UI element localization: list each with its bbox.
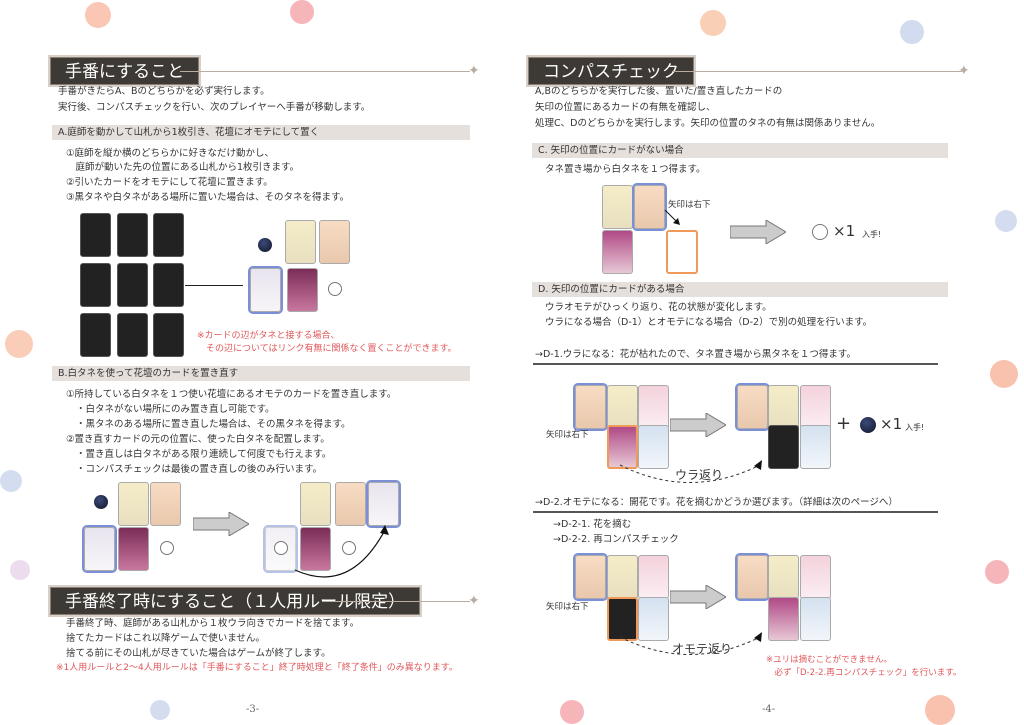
intro-line: 矢印の位置にあるカードの有無を確認し、 — [535, 102, 716, 113]
divider — [672, 71, 962, 72]
note: ※1人用ルールと2〜4人用ルールは「手番にすること」終了時処理と「終了条件」のみ… — [56, 663, 458, 673]
flip-label: ウラ返り — [675, 468, 724, 482]
list-item: 手番終了時、庭師がある山札から１枚ウラ向きでカードを捨てます。 — [66, 618, 360, 629]
gain-label: 入手! — [905, 423, 925, 432]
list-item: ①庭師を縦か横のどちらかに好きなだけ動かし、 — [66, 148, 275, 159]
list-item: ③黒タネや白タネがある場所に置いた場合は、そのタネを得ます。 — [66, 192, 350, 203]
list-item: ②引いたカードをオモテにして花壇に置きます。 — [66, 177, 273, 188]
section-title-turn: 手番にすること — [50, 57, 200, 85]
list-item: ・黒タネのある場所に置き直した場合は、その黒タネを得ます。 — [76, 419, 351, 430]
note: 必ず「D-2-2.再コンパスチェック」を行います。 — [766, 668, 962, 678]
divider — [180, 71, 470, 72]
star-ornament-icon: ✦ — [958, 63, 970, 79]
gain-label: 入手! — [862, 230, 882, 239]
list-item: →D-2-1. 花を摘む — [553, 519, 632, 530]
list-item: ②置き直すカードの元の位置に、使った白タネを配置します。 — [66, 434, 330, 445]
white-seed-icon — [328, 282, 342, 296]
arrow-label: 矢印は右下 — [668, 200, 711, 210]
d2-heading: →D-2.オモテになる：開花です。花を摘むかどうか選びます。（詳細は次のページへ… — [535, 497, 898, 508]
intro-line: 手番がきたらA、Bのどちらかを必ず実行します。 — [58, 86, 270, 97]
section-d-header: D. 矢印の位置にカードがある場合 — [532, 282, 948, 297]
list-item: →D-2-2. 再コンパスチェック — [553, 534, 679, 545]
intro-line: A,Bのどちらかを実行した後、置いた/置き直したカードの — [535, 86, 783, 97]
flip-label: オモテ返り — [672, 642, 733, 656]
list-item: ・コンパスチェックは最後の置き直しの後のみ行います。 — [76, 464, 323, 475]
section-title-compass: コンパスチェック — [528, 57, 694, 85]
times-count: ×1 — [833, 222, 856, 240]
divider — [322, 601, 470, 602]
section-text: ウラオモテがひっくり返り、花の状態が変化します。 — [545, 302, 772, 313]
divider — [533, 363, 938, 365]
star-ornament-icon: ✦ — [468, 63, 480, 79]
section-title-turn-end: 手番終了時にすること（１人用ルール限定） — [50, 587, 421, 615]
arrow-label: 矢印は右下 — [546, 602, 589, 612]
page-number: -4- — [762, 704, 776, 715]
page-number: -3- — [246, 704, 260, 715]
section-b-header: B.白タネを使って花壇のカードを置き直す — [52, 366, 470, 381]
star-ornament-icon: ✦ — [468, 593, 480, 609]
times-count: ×1 — [880, 415, 903, 433]
list-item: 捨てる前にその山札が尽きていた場合はゲームが終了します。 — [66, 648, 331, 659]
arrow-label: 矢印は右下 — [546, 430, 589, 440]
section-text: タネ置き場から白タネを１つ得ます。 — [545, 164, 706, 175]
divider — [533, 511, 938, 513]
plus-sign: + — [836, 413, 852, 434]
note: その辺についてはリンク有無に関係なく置くことができます。 — [197, 344, 457, 354]
note: ※ユリは摘むことができません。 — [766, 655, 892, 665]
note: ※カードの辺がタネと接する場合、 — [197, 331, 340, 341]
list-item: ・置き直しは白タネがある限り連続して何度でも行えます。 — [76, 449, 332, 460]
list-item: ①所持している白タネを１つ使い花壇にあるオモテのカードを置き直します。 — [66, 389, 397, 400]
black-seed-icon — [258, 238, 272, 252]
section-c-header: C. 矢印の位置にカードがない場合 — [532, 143, 948, 158]
intro-line: 処理C、Dのどちらかを実行します。矢印の位置のタネの有無は関係ありません。 — [535, 118, 881, 129]
section-text: ウラになる場合（D-1）とオモテになる場合（D-2）で別の処理を行います。 — [545, 317, 873, 328]
intro-line: 実行後、コンパスチェックを行い、次のプレイヤーへ手番が移動します。 — [58, 102, 371, 113]
list-item: 捨てたカードはこれ以降ゲームで使いません。 — [66, 633, 265, 644]
list-item: 庭師が動いた先の位置にある山札から1枚引きます。 — [66, 162, 300, 173]
section-a-header: A.庭師を動かして山札から1枚引き、花壇にオモテにして置く — [52, 125, 470, 140]
d1-heading: →D-1.ウラになる：花が枯れたので、タネ置き場から黒タネを１つ得ます。 — [535, 349, 856, 360]
list-item: ・白タネがない場所にのみ置き直し可能です。 — [76, 404, 275, 415]
